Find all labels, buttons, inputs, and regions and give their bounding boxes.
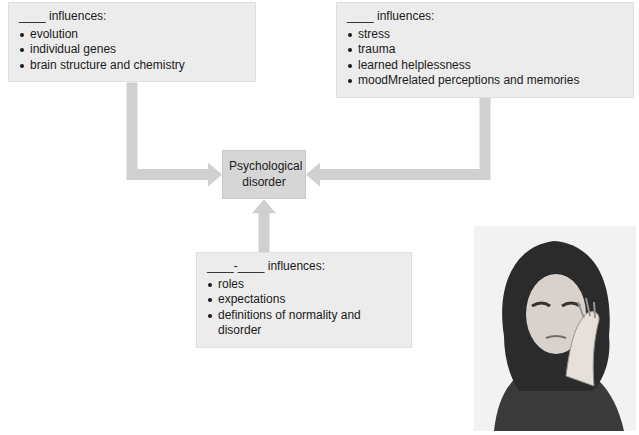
bullet-row: moodMrelated perceptions and memories bbox=[347, 73, 623, 89]
bullet-text: brain structure and chemistry bbox=[30, 58, 245, 74]
bullet-row: trauma bbox=[347, 42, 623, 58]
arrow-shaft bbox=[259, 212, 270, 252]
arrow-shaft bbox=[319, 98, 485, 175]
bullet-text: evolution bbox=[30, 27, 245, 43]
bullet-row: brain structure and chemistry bbox=[19, 58, 245, 74]
bullet-dot bbox=[348, 64, 352, 68]
photo-eye bbox=[562, 303, 580, 306]
arrow-head bbox=[208, 163, 222, 187]
flow-arrow bbox=[306, 98, 485, 187]
photo-hand bbox=[566, 312, 599, 386]
influence-box: ____ influences: stresstraumalearned help… bbox=[336, 2, 634, 98]
arrow-head bbox=[306, 163, 320, 187]
disorder-box: Psychological disorder bbox=[222, 150, 306, 199]
bullet-dot bbox=[20, 48, 24, 52]
photo-illustration bbox=[474, 226, 636, 431]
bullet-dot bbox=[208, 314, 212, 318]
bullet-text: moodMrelated perceptions and memories bbox=[358, 73, 623, 89]
flow-arrow bbox=[252, 199, 276, 252]
box-heading: ____ influences: bbox=[19, 9, 245, 25]
bullet-text: learned helplessness bbox=[358, 58, 623, 74]
arrow-shaft bbox=[132, 82, 209, 174]
arrow-head bbox=[252, 199, 276, 213]
bullet-row: stress bbox=[347, 27, 623, 43]
photo-mouth bbox=[546, 336, 566, 338]
bullet-text: definitions of normality and disorder bbox=[218, 308, 401, 339]
influence-box: ____ influences: evolutionindividual gene… bbox=[8, 2, 256, 82]
bullet-text: roles bbox=[218, 277, 401, 293]
bullet-text: stress bbox=[358, 27, 623, 43]
bullet-dot bbox=[348, 48, 352, 52]
influence-box: ____-____ influences: rolesexpectationsde… bbox=[196, 252, 412, 348]
photo-hair bbox=[502, 241, 610, 391]
bullet-row: evolution bbox=[19, 27, 245, 43]
photo-fingers bbox=[578, 298, 595, 318]
photo-ground bbox=[474, 226, 636, 431]
bullet-row: individual genes bbox=[19, 42, 245, 58]
bullet-dot bbox=[208, 283, 212, 287]
bullet-text: individual genes bbox=[30, 42, 245, 58]
bullet-row: definitions of normality and disorder bbox=[207, 308, 401, 339]
box-heading: ____-____ influences: bbox=[207, 259, 401, 275]
bullet-dot bbox=[348, 33, 352, 37]
bullet-row: expectations bbox=[207, 292, 401, 308]
bullet-text: trauma bbox=[358, 42, 623, 58]
box-heading: ____ influences: bbox=[347, 9, 623, 25]
bullet-dot bbox=[348, 79, 352, 83]
bullet-dot bbox=[20, 64, 24, 68]
bullet-dot bbox=[208, 298, 212, 302]
bullet-dot bbox=[20, 33, 24, 37]
photo-eye bbox=[532, 303, 550, 306]
bullet-row: learned helplessness bbox=[347, 58, 623, 74]
bullet-text: expectations bbox=[218, 292, 401, 308]
box-label: Psychological disorder bbox=[229, 159, 299, 190]
bullet-row: roles bbox=[207, 277, 401, 293]
flow-arrow bbox=[132, 82, 222, 186]
